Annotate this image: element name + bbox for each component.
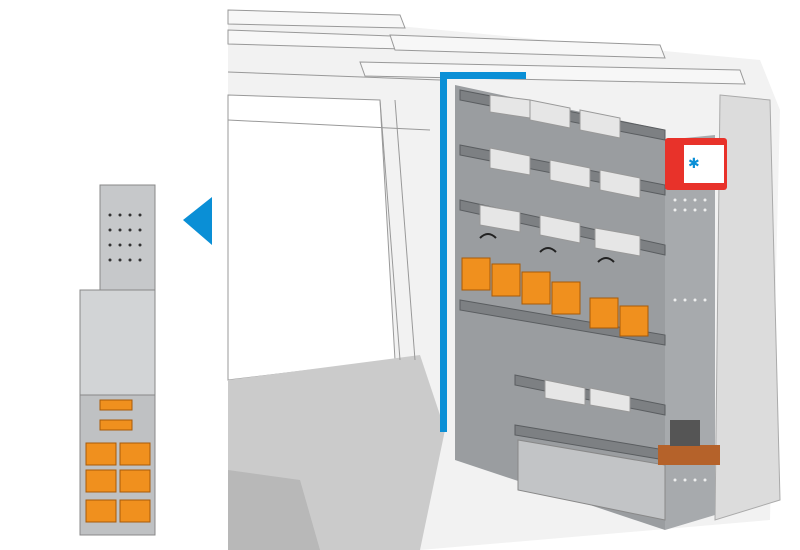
blue-bulkhead-outline xyxy=(440,72,526,432)
triangle-left-icon xyxy=(183,197,212,245)
side-module xyxy=(79,184,156,536)
svg-text:✱: ✱ xyxy=(688,156,700,172)
first-aid-kit-icon: ✱ xyxy=(665,138,727,190)
orange-bins xyxy=(461,257,649,337)
bench-vise-icon xyxy=(658,420,720,465)
